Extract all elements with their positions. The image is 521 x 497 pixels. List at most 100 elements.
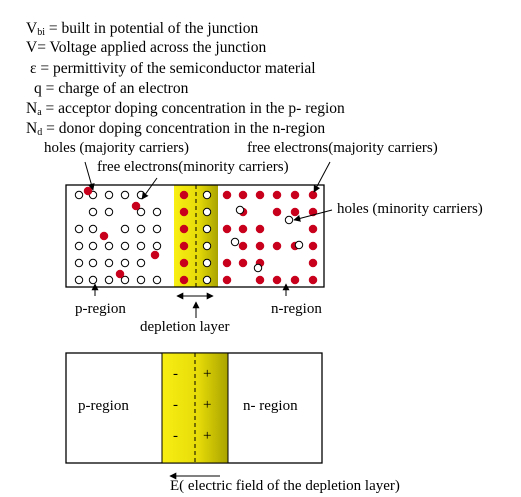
electron-depletion <box>179 224 189 234</box>
hole-minority <box>294 240 304 250</box>
hole-majority <box>136 224 146 234</box>
electron-depletion <box>179 190 189 200</box>
hole-majority <box>104 275 114 285</box>
symbol: N <box>26 100 38 117</box>
definition-nd: Nd = donor doping concentration in the n… <box>26 120 325 142</box>
label-p-region-bottom: p-region <box>78 398 129 414</box>
hole-majority <box>136 275 146 285</box>
plus-sign: + <box>203 397 212 413</box>
hole-minority <box>230 237 240 247</box>
definition-text: = acceptor doping concentration in the p… <box>41 100 345 117</box>
hole-depletion <box>202 258 212 268</box>
electron-majority <box>290 207 300 217</box>
label-holes-minority: holes (minority carriers) <box>337 201 483 217</box>
subscript: a <box>37 107 42 118</box>
hole-majority <box>136 258 146 268</box>
electron-majority <box>238 241 248 251</box>
definition-text: = Voltage applied across the junction <box>37 39 267 56</box>
electron-majority <box>222 258 232 268</box>
label-free-electrons-majority: free electrons(majority carriers) <box>247 140 438 156</box>
definition-text: = built in potential of the junction <box>44 20 259 37</box>
hole-majority <box>120 275 130 285</box>
hole-depletion <box>202 207 212 217</box>
hole-majority <box>104 190 114 200</box>
electron-majority <box>222 224 232 234</box>
junction-box-top <box>65 184 325 288</box>
carriers-group <box>74 186 318 285</box>
label-holes-majority: holes (majority carriers) <box>44 140 189 156</box>
electron-majority <box>308 224 318 234</box>
hole-majority <box>74 275 84 285</box>
label-p-region-top: p-region <box>75 301 126 317</box>
electron-majority <box>255 190 265 200</box>
minus-sign: - <box>173 366 178 382</box>
electron-majority <box>238 190 248 200</box>
electron-minority <box>115 269 125 279</box>
electron-majority <box>308 275 318 285</box>
hole-majority <box>88 241 98 251</box>
label-depletion-layer: depletion layer <box>140 319 230 335</box>
electron-majority <box>238 258 248 268</box>
plus-sign: + <box>203 366 212 382</box>
subscript: bi <box>37 27 45 38</box>
label-electric-field: E( electric field of the depletion layer… <box>170 478 400 494</box>
hole-majority <box>74 241 84 251</box>
hole-majority <box>104 241 114 251</box>
electron-majority <box>308 258 318 268</box>
definition-q: q = charge of an electron <box>34 80 188 98</box>
pointer-arrows <box>84 161 333 318</box>
label-free-electrons-minority: free electrons(minority carriers) <box>97 159 289 175</box>
electron-majority <box>272 275 282 285</box>
hole-minority <box>284 215 294 225</box>
minus-sign: - <box>173 428 178 444</box>
electron-majority <box>238 224 248 234</box>
hole-majority <box>88 224 98 234</box>
symbol: ε <box>30 60 37 77</box>
hole-majority <box>104 207 114 217</box>
hole-majority <box>74 190 84 200</box>
label-n-region-top: n-region <box>271 301 322 317</box>
hole-depletion <box>202 241 212 251</box>
hole-majority <box>152 207 162 217</box>
hole-majority <box>152 224 162 234</box>
electron-minority <box>131 201 141 211</box>
hole-minority <box>235 205 245 215</box>
definition-epsilon: ε = permittivity of the semiconductor ma… <box>30 60 316 78</box>
electron-minority <box>83 186 93 196</box>
hole-majority <box>88 207 98 217</box>
electron-majority <box>308 190 318 200</box>
minus-sign: - <box>173 397 178 413</box>
subscript: d <box>37 127 43 138</box>
electron-majority <box>308 241 318 251</box>
definition-text: = donor doping concentration in the n-re… <box>42 120 326 137</box>
definition-v: V= Voltage applied across the junction <box>26 39 266 57</box>
electron-depletion <box>179 207 189 217</box>
symbol: V <box>26 39 38 56</box>
electron-majority <box>255 275 265 285</box>
hole-majority <box>120 224 130 234</box>
hole-depletion <box>202 275 212 285</box>
definition-text: = permittivity of the semiconductor mate… <box>36 60 316 77</box>
electron-depletion <box>179 241 189 251</box>
hole-minority <box>253 263 263 273</box>
symbol: V <box>26 20 38 37</box>
electron-majority <box>272 241 282 251</box>
hole-majority <box>152 275 162 285</box>
electron-depletion <box>179 258 189 268</box>
electron-majority <box>272 190 282 200</box>
symbol: N <box>26 120 38 137</box>
hole-depletion <box>202 224 212 234</box>
definition-na: Na = acceptor doping concentration in th… <box>26 100 345 122</box>
hole-majority <box>120 258 130 268</box>
definition-text: = charge of an electron <box>41 80 189 97</box>
electron-majority <box>272 207 282 217</box>
hole-majority <box>136 241 146 251</box>
hole-majority <box>88 275 98 285</box>
hole-majority <box>152 241 162 251</box>
hole-majority <box>120 190 130 200</box>
electron-majority <box>222 190 232 200</box>
electron-majority <box>255 241 265 251</box>
electron-depletion <box>179 275 189 285</box>
electron-minority <box>150 250 160 260</box>
